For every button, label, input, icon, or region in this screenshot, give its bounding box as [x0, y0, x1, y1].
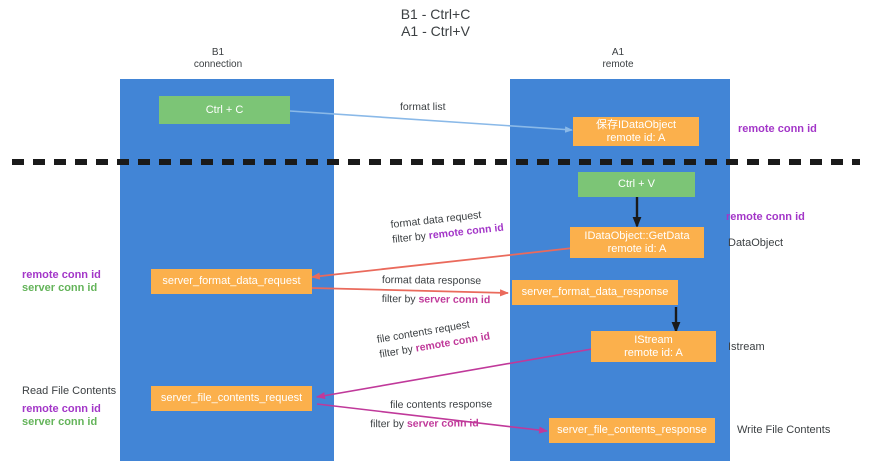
lane-header-a1-name: A1 — [611, 47, 625, 58]
lane-header-a1-role: remote — [602, 59, 634, 70]
edge-label-format-data-response-line2: filter by server conn id — [382, 293, 491, 307]
edge-label-format-data-response-line1: format data response — [381, 274, 482, 288]
edge-file-contents-response — [316, 403, 548, 434]
annotation-right-write-file-contents: Write File Contents — [737, 424, 831, 436]
page-title-line1: B1 - Ctrl+C — [400, 6, 471, 22]
annotation-left-remote-conn-id-2: remote conn id — [22, 403, 101, 415]
box-server-format-data-request-label: server_format_data_request — [162, 275, 301, 287]
box-ctrl-v[interactable]: Ctrl + V — [578, 172, 695, 197]
box-server-file-contents-response-label: server_file_contents_response — [557, 424, 707, 436]
edge-label-format-list: format list — [400, 101, 446, 113]
annotation-left-server-conn-id-1: server conn id — [22, 282, 98, 294]
box-server-file-contents-request-label: server_file_contents_request — [160, 392, 303, 404]
annotation-left-remote-conn-id-1: remote conn id — [22, 269, 101, 281]
edge-label-file-contents-response: file contents response filter by server … — [370, 398, 493, 431]
edge-label-file-contents-response-line1: file contents response — [390, 398, 493, 411]
box-istream[interactable]: IStream remote id: A — [591, 331, 716, 362]
box-save-idataobject-subtitle: remote id: A — [606, 131, 666, 144]
edge-format-data-response — [311, 287, 509, 297]
box-istream-subtitle: remote id: A — [624, 346, 683, 359]
lane-header-b1-name: B1 — [211, 47, 225, 58]
box-idataobject-getdata-subtitle: remote id: A — [607, 242, 667, 255]
lane-header-b1-role: connection — [193, 59, 243, 70]
box-ctrl-v-label: Ctrl + V — [618, 178, 655, 190]
server-conn-id-key: server conn id — [418, 293, 491, 307]
edge-file-contents-request — [316, 348, 593, 400]
box-idataobject-getdata[interactable]: IDataObject::GetData remote id: A — [570, 227, 704, 258]
box-server-file-contents-response[interactable]: server_file_contents_response — [549, 418, 715, 443]
box-server-format-data-request[interactable]: server_format_data_request — [151, 269, 312, 294]
server-conn-id-key: server conn id — [406, 417, 479, 430]
edge-format-list — [274, 109, 573, 133]
box-server-format-data-response-label: server_format_data_response — [521, 286, 669, 298]
box-ctrl-c-label: Ctrl + C — [205, 103, 244, 116]
edge-label-format-data-response: format data response filter by server co… — [382, 274, 491, 307]
annotation-right-remote-conn-id-1: remote conn id — [738, 123, 817, 135]
annotation-right-dataobject: DataObject — [728, 237, 784, 249]
page-title-line2: A1 - Ctrl+V — [401, 23, 470, 39]
annotation-right-istream: Istream — [728, 341, 765, 353]
edge-format-data-request — [311, 247, 574, 280]
box-ctrl-c[interactable]: Ctrl + C — [159, 96, 290, 124]
edge-label-file-contents-response-line2: filter by server conn id — [370, 417, 492, 431]
annotation-left-read-file-contents: Read File Contents — [22, 385, 117, 397]
page-title: B1 - Ctrl+C A1 - Ctrl+V — [0, 6, 871, 40]
box-server-format-data-response[interactable]: server_format_data_response — [512, 280, 678, 305]
box-server-file-contents-request[interactable]: server_file_contents_request — [151, 386, 312, 411]
annotation-right-remote-conn-id-2: remote conn id — [726, 211, 805, 223]
filter-by-text: filter by — [370, 417, 407, 431]
box-save-idataobject[interactable]: 保存IDataObject remote id: A — [573, 117, 699, 146]
annotation-left-server-conn-id-2: server conn id — [22, 416, 98, 428]
box-idataobject-getdata-title: IDataObject::GetData — [584, 229, 690, 242]
box-istream-title: IStream — [634, 333, 673, 346]
filter-by-text: filter by — [381, 292, 419, 306]
lane-header-a1: A1 remote — [548, 47, 688, 71]
box-save-idataobject-title: 保存IDataObject — [595, 118, 677, 131]
lane-header-b1: B1 connection — [148, 47, 288, 71]
